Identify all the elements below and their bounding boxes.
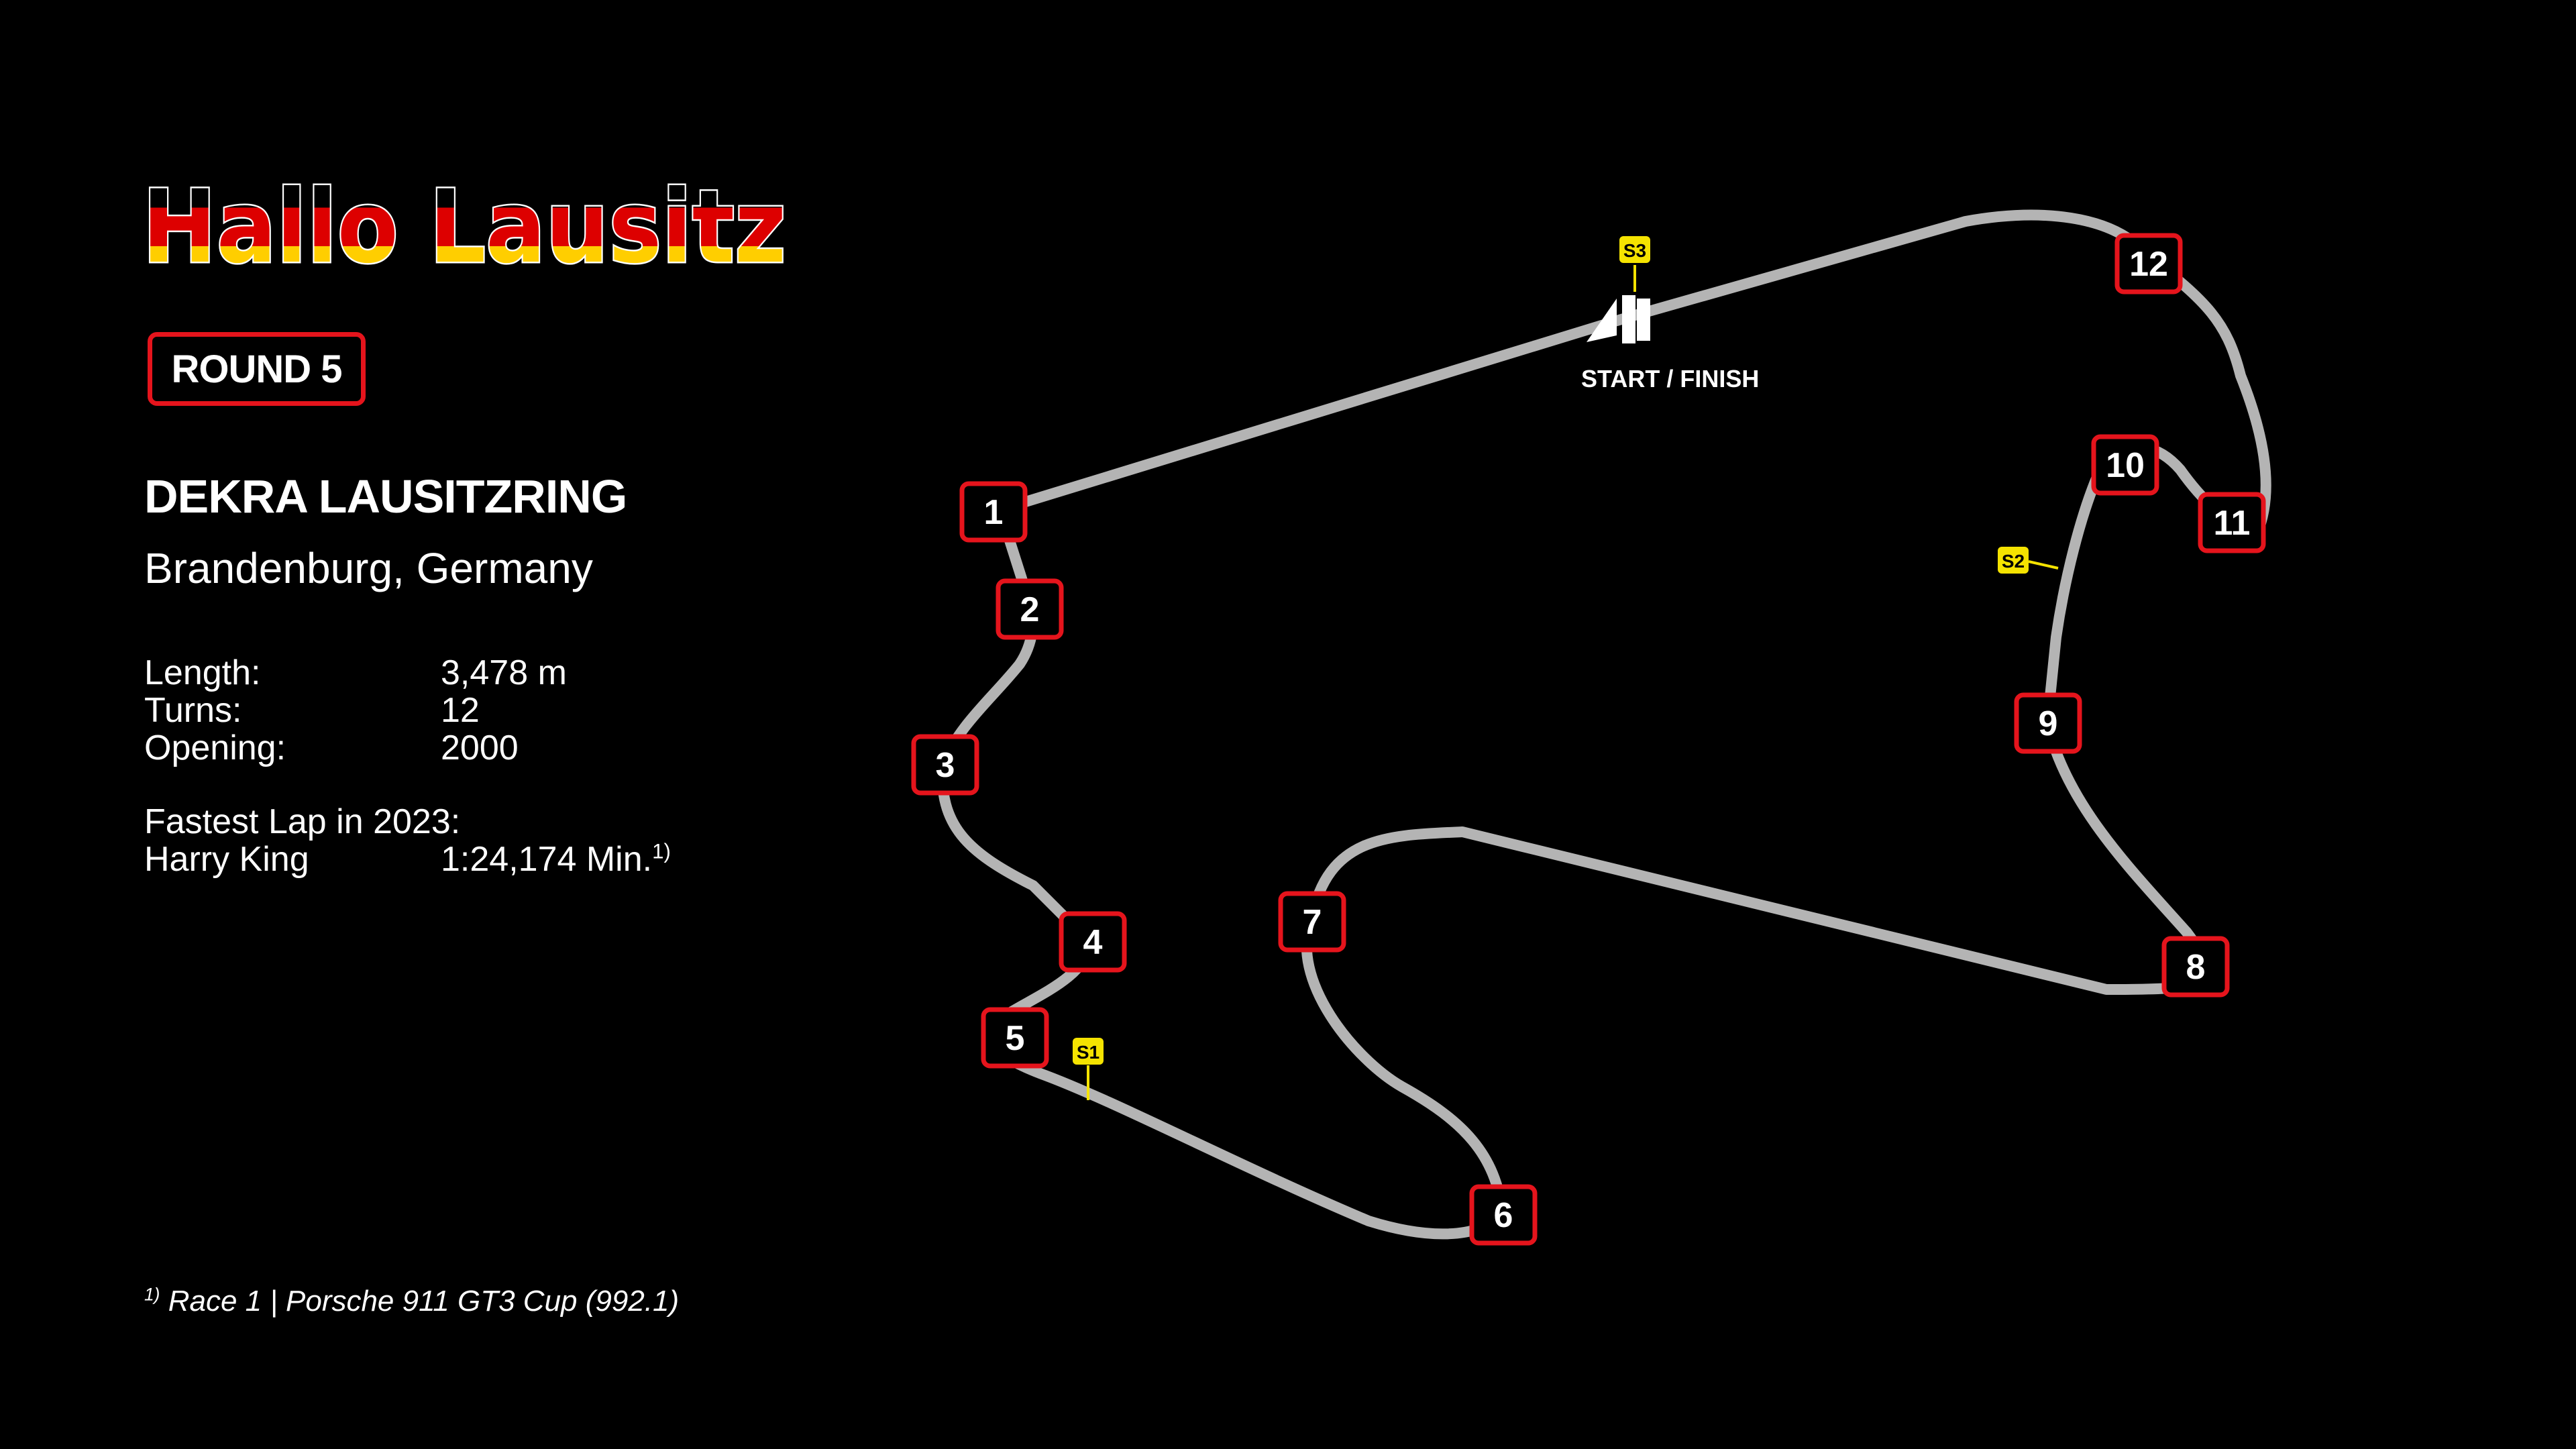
round-badge: ROUND 5: [148, 332, 366, 406]
fact-label: Turns:: [144, 691, 242, 730]
fastest-lap-driver: Harry King: [144, 840, 309, 879]
track-location: Brandenburg, Germany: [144, 544, 593, 592]
start-finish-label: START / FINISH: [1581, 365, 1759, 392]
page-title: Hallo Lausitz: [142, 169, 786, 286]
turn-marker-5: 5: [981, 1007, 1049, 1069]
turn-number: 1: [984, 493, 1004, 532]
track-name: DEKRA LAUSITZRING: [144, 470, 627, 523]
track-facts: Length: 3,478 m Turns: 12 Opening: 2000 …: [144, 654, 671, 878]
fastest-lap-row: Harry King 1:24,174 Min.1): [144, 841, 671, 878]
turn-number: 3: [936, 746, 955, 785]
turn-number: 11: [2214, 504, 2251, 543]
title-logo: Hallo Lausitz: [141, 168, 788, 288]
fact-value: 2000: [441, 729, 519, 767]
fact-label: Length:: [144, 653, 261, 692]
fact-value: 3,478 m: [441, 653, 567, 692]
fact-turns: Turns: 12: [144, 692, 671, 729]
turn-number: 2: [1020, 590, 1040, 629]
turn-number: 9: [2039, 704, 2058, 743]
start-finish-marker: [1587, 295, 1650, 343]
turn-marker-9: 9: [2014, 692, 2082, 754]
sector-marker-s2: S2: [1998, 547, 2059, 574]
turn-marker-6: 6: [1469, 1184, 1538, 1246]
footnote-ref: 1): [652, 839, 671, 863]
sector-label: S2: [2002, 551, 2025, 572]
turn-number: 6: [1494, 1196, 1513, 1235]
turn-marker-4: 4: [1059, 911, 1127, 973]
turn-marker-8: 8: [2161, 936, 2230, 998]
turn-marker-1: 1: [959, 481, 1028, 543]
turn-marker-7: 7: [1278, 891, 1346, 953]
turn-marker-10: 10: [2091, 434, 2159, 496]
sector-label: S1: [1077, 1042, 1099, 1063]
fastest-lap-time-wrap: 1:24,174 Min.1): [441, 841, 671, 878]
footnote: 1) Race 1 | Porsche 911 GT3 Cup (992.1): [144, 1285, 679, 1318]
turn-marker-12: 12: [2114, 233, 2183, 294]
turn-number: 4: [1083, 923, 1103, 962]
fact-label: Opening:: [144, 729, 286, 767]
sector-label: S3: [1623, 240, 1646, 261]
fact-opening: Opening: 2000: [144, 729, 671, 767]
fastest-lap-heading: Fastest Lap in 2023:: [144, 802, 461, 841]
sector-marker-s1: S1: [1073, 1038, 1104, 1100]
fastest-lap-time: 1:24,174 Min.: [441, 840, 653, 879]
fact-length: Length: 3,478 m: [144, 654, 671, 692]
turn-number: 5: [1006, 1019, 1025, 1058]
sector-marker-s3: S3: [1619, 236, 1650, 292]
footnote-mark: 1): [144, 1284, 160, 1305]
turn-marker-11: 11: [2198, 492, 2266, 553]
turn-number: 8: [2186, 948, 2206, 987]
footnote-text: Race 1 | Porsche 911 GT3 Cup (992.1): [168, 1285, 680, 1318]
turn-number: 7: [1303, 903, 1322, 942]
turn-number: 12: [2129, 245, 2168, 284]
fact-value: 12: [441, 691, 480, 730]
turn-number: 10: [2106, 446, 2145, 485]
turn-marker-3: 3: [911, 734, 979, 796]
turn-marker-2: 2: [996, 578, 1064, 640]
